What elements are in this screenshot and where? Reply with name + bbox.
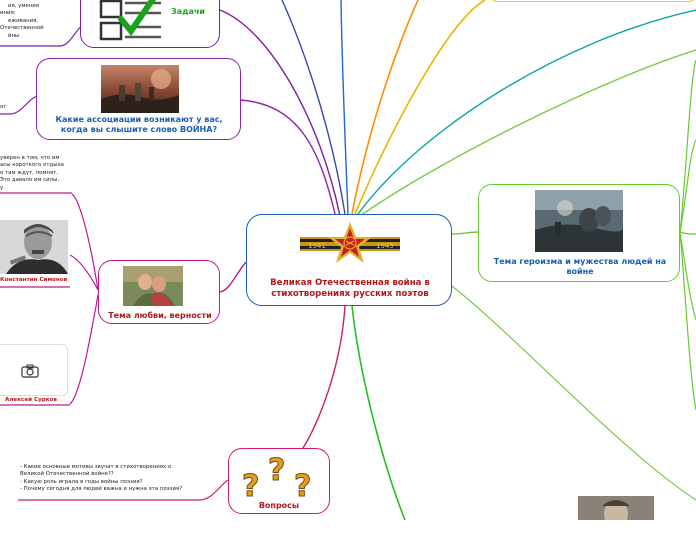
branch-line-associations xyxy=(240,99,337,219)
simonov-note-line: асы короткого отдыха xyxy=(0,162,64,169)
branch-line-love xyxy=(219,261,247,293)
checklist-icon xyxy=(99,0,161,41)
heroism-node[interactable]: Тема героизма и мужества людей на войне xyxy=(478,184,680,282)
svg-text:?: ? xyxy=(242,469,259,500)
bottom-right-photo-node[interactable] xyxy=(578,496,658,536)
simonov-note-line: Это давало им силы, xyxy=(0,177,60,184)
question-marks-icon: ? ? ? xyxy=(242,453,312,501)
love-label: Тема любви, верности xyxy=(108,311,212,320)
war-photo-image xyxy=(101,65,179,113)
branch-line-questions xyxy=(299,305,346,453)
heroism-sub-line-2 xyxy=(679,139,696,233)
simonov-note-line: уверен в том, что им xyxy=(0,155,60,161)
branch-line-lime xyxy=(359,49,696,217)
tasks-note-line: йны xyxy=(8,32,20,39)
questions-note-line: Великой Отечественной войне?? xyxy=(20,471,114,478)
tasks-note: ия, умения иния; еживания, Отечественной… xyxy=(0,3,80,40)
associations-note: от xyxy=(0,104,7,110)
tasks-note-line: Отечественной xyxy=(0,25,44,32)
branch-line-purple-top xyxy=(281,0,346,215)
love-node[interactable]: Тема любви, верности xyxy=(98,260,220,324)
tasks-note-line: еживания, xyxy=(8,17,39,24)
poet-portrait-partial xyxy=(578,496,654,520)
questions-node[interactable]: ? ? ? Вопросы xyxy=(228,448,330,514)
svg-text:?: ? xyxy=(294,469,311,500)
heroism-sub-line-1 xyxy=(679,59,696,233)
branch-line-green-bottom xyxy=(351,305,406,520)
branch-line-heroism xyxy=(451,231,479,235)
svg-text:1941: 1941 xyxy=(308,242,326,250)
heroism-sub-line-3 xyxy=(679,231,696,235)
heroism-image xyxy=(535,190,623,252)
tasks-node[interactable]: Задачи xyxy=(80,0,220,48)
branch-line-teal xyxy=(357,9,696,215)
surkov-caption: Алексей Сурков xyxy=(5,397,57,403)
questions-note-underline xyxy=(18,479,229,501)
simonov-note-line: у. xyxy=(0,184,5,191)
associations-note-underline xyxy=(0,95,39,115)
order-patriotic-war-icon: 1941 1945 xyxy=(300,222,400,263)
tasks-note-underline xyxy=(0,25,83,47)
associations-label: Какие ассоциации возникают у вас, когда … xyxy=(55,115,223,134)
questions-note-line: - Почему сегодня для людей важна и нужна… xyxy=(20,486,183,493)
love-image xyxy=(123,266,183,306)
simonov-note-line: о там ждут, помнят, xyxy=(0,169,59,176)
tasks-note-line: иния; xyxy=(0,10,16,17)
questions-label: Вопросы xyxy=(258,501,300,510)
heroism-label: Тема героизма и мужества людей на войне xyxy=(493,257,667,276)
associations-node[interactable]: Какие ассоциации возникают у вас, когда … xyxy=(36,58,241,140)
branch-line-blue-top xyxy=(340,0,349,215)
heroism-sub-line-5 xyxy=(679,231,696,411)
tasks-label: Задачи xyxy=(171,7,206,16)
branch-line-tasks xyxy=(219,9,341,217)
tasks-note-line: ия, умения xyxy=(8,3,40,9)
heroism-sub-line-4 xyxy=(679,231,696,321)
simonov-portrait xyxy=(0,220,68,274)
central-title: Великая Отечественная война в стихотворе… xyxy=(270,278,430,299)
surkov-card[interactable] xyxy=(0,344,68,396)
questions-note: - Какие основные мотивы звучат в стихотв… xyxy=(20,464,220,494)
svg-text:1945: 1945 xyxy=(376,242,394,250)
questions-note-line: - Какую роль играла в годы войны поэзия? xyxy=(20,478,143,485)
branch-line-olive-right xyxy=(451,285,696,501)
simonov-caption: Константин Симонов xyxy=(0,277,68,283)
svg-text:?: ? xyxy=(268,453,285,488)
central-node[interactable]: 1941 1945 Великая Отечественная война в … xyxy=(246,214,452,306)
simonov-card[interactable]: Константин Симонов xyxy=(0,220,70,288)
love-sub-line-surkov xyxy=(69,294,99,405)
questions-note-line: - Какие основные мотивы звучат в стихотв… xyxy=(20,464,172,470)
camera-icon xyxy=(21,364,39,378)
yellow-node-top-right[interactable] xyxy=(488,0,696,2)
love-sub-line-simonov xyxy=(71,193,99,291)
branch-line-yellow xyxy=(354,0,486,215)
branch-line-orange xyxy=(351,0,419,215)
mind-map-connectors xyxy=(0,0,696,520)
love-sub-line-simonov-card xyxy=(69,254,99,291)
simonov-note: уверен в том, что им асы короткого отдых… xyxy=(0,155,72,192)
